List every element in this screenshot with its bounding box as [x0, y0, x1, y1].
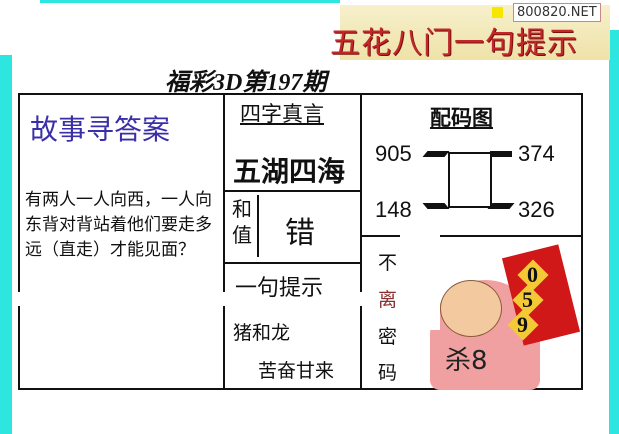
hint-heading: 一句提示 [235, 276, 324, 301]
banner-title: 五花八门一句提示 [330, 26, 578, 61]
redaction [410, 240, 440, 330]
left-border [0, 55, 12, 434]
divider [223, 190, 360, 192]
divider [257, 195, 259, 257]
pair-number: 326 [518, 197, 555, 222]
redaction [14, 292, 364, 306]
secret-char: 不 [378, 252, 398, 274]
hint-line2: 苦奋甘来 [258, 360, 335, 382]
secret-char: 码 [378, 362, 398, 384]
connector [490, 151, 512, 157]
flag-digit: 0 [527, 262, 538, 287]
info-table [18, 93, 583, 390]
top-border [40, 0, 340, 3]
pair-number: 148 [375, 197, 412, 222]
watermark-icon [492, 7, 503, 18]
flag-digit: 9 [517, 312, 528, 337]
cartoon-head [440, 280, 502, 337]
secret-char: 密 [378, 326, 398, 348]
story-heading: 故事寻答案 [30, 113, 171, 146]
pair-number: 374 [518, 141, 555, 166]
page-title: 福彩3D第197期 [165, 70, 327, 96]
sum-label: 和值 [232, 197, 252, 247]
divider [223, 93, 225, 390]
four-words-heading: 四字真言 [240, 102, 324, 126]
divider [360, 93, 362, 390]
pairing-box [448, 152, 492, 208]
pairing-heading: 配码图 [430, 106, 493, 130]
watermark[interactable]: 800820.NET [513, 3, 601, 22]
sum-value: 错 [285, 216, 315, 251]
right-border [609, 30, 619, 434]
hint-line1: 猪和龙 [233, 322, 291, 344]
divider [360, 235, 583, 237]
secret-char: 离 [378, 289, 398, 311]
flag-digit: 5 [522, 287, 533, 312]
story-text: 有两人一人向西，一人向东背对背站着他们要走多远（直走）才能见面？ [25, 190, 212, 260]
pair-number: 905 [375, 141, 412, 166]
kill-number: 杀8 [445, 346, 488, 376]
four-words-value: 五湖四海 [233, 155, 346, 188]
connector [422, 203, 450, 209]
redaction [400, 235, 440, 243]
divider [223, 262, 360, 264]
